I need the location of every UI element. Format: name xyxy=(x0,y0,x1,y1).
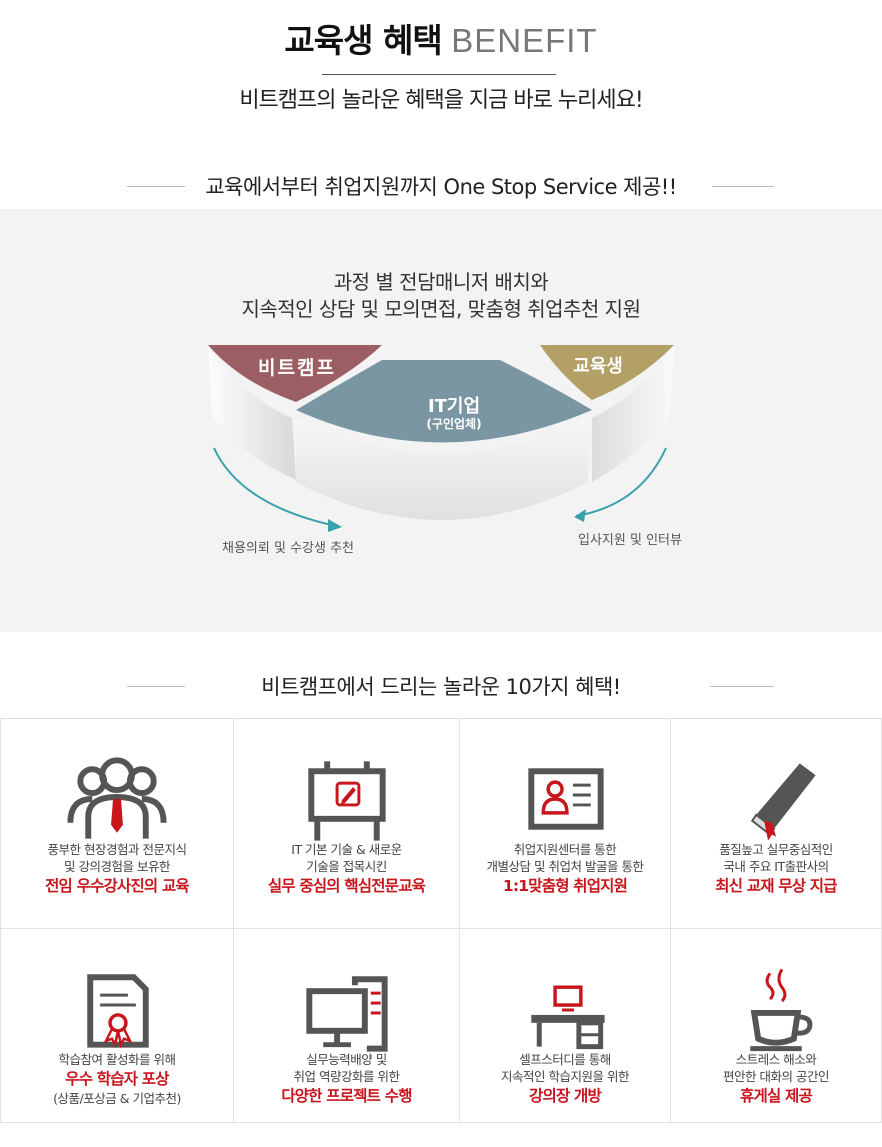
benefit-card: 학습참여 활성화를 위해 우수 학습자 포상 (상품/포상금 & 기업추천) xyxy=(0,928,234,1123)
center-segment-wall xyxy=(296,418,588,520)
benefit-text: 품질높고 실무중심적인 국내 주요 IT출판사의 최신 교재 무상 지급 xyxy=(671,841,881,897)
heading-rule-right xyxy=(712,186,774,187)
left-segment-wall xyxy=(208,345,296,480)
benefit-highlight: 1:1맞춤형 취업지원 xyxy=(502,877,628,895)
service-cycle-diagram: 비트캠프 IT기업 (구인업체) 교육생 채용의뢰 및 수강생 추천 입사지원 … xyxy=(208,345,682,556)
computer-icon xyxy=(306,976,388,1052)
team-icon xyxy=(67,757,167,839)
whiteboard-icon xyxy=(308,761,386,841)
title-divider xyxy=(322,74,556,75)
service-line-1: 과정 별 전담매니저 배치와 xyxy=(333,270,549,294)
benefits-grid: 풍부한 현장경험과 전문지식 및 강의경험을 보유한 전임 우수강사진의 교육 … xyxy=(0,718,882,1123)
page-title: 교육생 혜택 BENEFIT xyxy=(0,14,882,62)
benefit-text: 스트레스 해소와 편안한 대화의 공간인 휴게실 제공 xyxy=(671,1051,881,1107)
left-cycle-caption: 채용의뢰 및 수강생 추천 xyxy=(222,541,354,556)
service-line-2: 지속적인 상담 및 모의면접, 맞춤형 취업추천 지원 xyxy=(241,297,641,321)
page-subtitle: 비트캠프의 놀라운 혜택을 지금 바로 누리세요! xyxy=(239,88,643,113)
left-segment-label: 비트캠프 xyxy=(258,357,336,379)
benefit-text: 실무능력배양 및 취업 역량강화를 위한 다양한 프로젝트 수행 xyxy=(234,1051,459,1107)
benefit-highlight: 최신 교재 무상 지급 xyxy=(715,877,837,895)
benefit-highlight: 전임 우수강사진의 교육 xyxy=(45,877,190,895)
benefit-highlight: 휴게실 제공 xyxy=(740,1087,813,1105)
benefit-highlight: 우수 학습자 포상 xyxy=(65,1070,169,1088)
right-segment-label: 교육생 xyxy=(573,356,623,377)
benefit-text: 셀프스터디를 통해 지속적인 학습지원을 위한 강의장 개방 xyxy=(460,1051,670,1107)
right-cycle-arrow xyxy=(575,447,667,517)
benefit-card: 스트레스 해소와 편안한 대화의 공간인 휴게실 제공 xyxy=(670,928,882,1123)
heading-rule-left xyxy=(127,186,185,187)
benefit-card: IT 기본 기술 & 새로운 기술을 접목시킨 실무 중심의 핵심전문교육 xyxy=(233,718,460,929)
benefit-text: IT 기본 기술 & 새로운 기술을 접목시킨 실무 중심의 핵심전문교육 xyxy=(234,841,459,897)
desk-icon xyxy=(531,985,605,1050)
benefit-highlight: 실무 중심의 핵심전문교육 xyxy=(267,877,426,895)
benefit-card: 풍부한 현장경험과 전문지식 및 강의경험을 보유한 전임 우수강사진의 교육 xyxy=(0,718,234,929)
benefit-text: 학습참여 활성화를 위해 우수 학습자 포상 (상품/포상금 & 기업추천) xyxy=(1,1051,233,1107)
title-english: BENEFIT xyxy=(451,22,598,59)
title-korean: 교육생 혜택 xyxy=(284,21,442,60)
benefit-highlight: 강의장 개방 xyxy=(529,1087,602,1105)
benefit-highlight: 다양한 프로젝트 수행 xyxy=(281,1087,412,1105)
book-icon xyxy=(750,763,816,841)
left-segment xyxy=(208,345,382,402)
benefit-extra: (상품/포상금 & 기업추천) xyxy=(53,1091,181,1106)
benefits-rule-left xyxy=(127,686,185,687)
benefit-text: 취업지원센터를 통한 개별상담 및 취업처 발굴을 통한 1:1맞춤형 취업지원 xyxy=(460,841,670,897)
left-arrowhead xyxy=(328,519,342,532)
benefits-heading: 비트캠프에서 드리는 놀라운 10가지 혜택! xyxy=(0,671,882,701)
benefits-heading-text: 비트캠프에서 드리는 놀라운 10가지 혜택! xyxy=(261,675,621,699)
certificate-icon xyxy=(87,974,149,1049)
right-cycle-caption: 입사지원 및 인터뷰 xyxy=(578,533,682,548)
right-segment xyxy=(540,345,674,400)
benefit-card: 품질높고 실무중심적인 국내 주요 IT출판사의 최신 교재 무상 지급 xyxy=(670,718,882,929)
coffee-icon xyxy=(750,968,813,1052)
benefit-card: 실무능력배양 및 취업 역량강화를 위한 다양한 프로젝트 수행 xyxy=(233,928,460,1123)
left-cycle-arrow xyxy=(213,447,337,527)
right-segment-wall xyxy=(592,345,674,482)
center-segment-label: IT기업 xyxy=(428,396,480,417)
benefits-rule-right xyxy=(710,686,774,687)
center-segment-sublabel: (구인업체) xyxy=(426,416,481,431)
benefit-card: 셀프스터디를 통해 지속적인 학습지원을 위한 강의장 개방 xyxy=(459,928,671,1123)
benefit-text: 풍부한 현장경험과 전문지식 및 강의경험을 보유한 전임 우수강사진의 교육 xyxy=(1,841,233,897)
resume-icon xyxy=(528,768,604,830)
center-segment xyxy=(296,360,592,443)
benefit-card: 취업지원센터를 통한 개별상담 및 취업처 발굴을 통한 1:1맞춤형 취업지원 xyxy=(459,718,671,929)
service-heading: 교육에서부터 취업지원까지 One Stop Service 제공!! xyxy=(0,171,882,201)
service-heading-text: 교육에서부터 취업지원까지 One Stop Service 제공!! xyxy=(205,175,677,199)
right-arrowhead xyxy=(574,509,586,522)
